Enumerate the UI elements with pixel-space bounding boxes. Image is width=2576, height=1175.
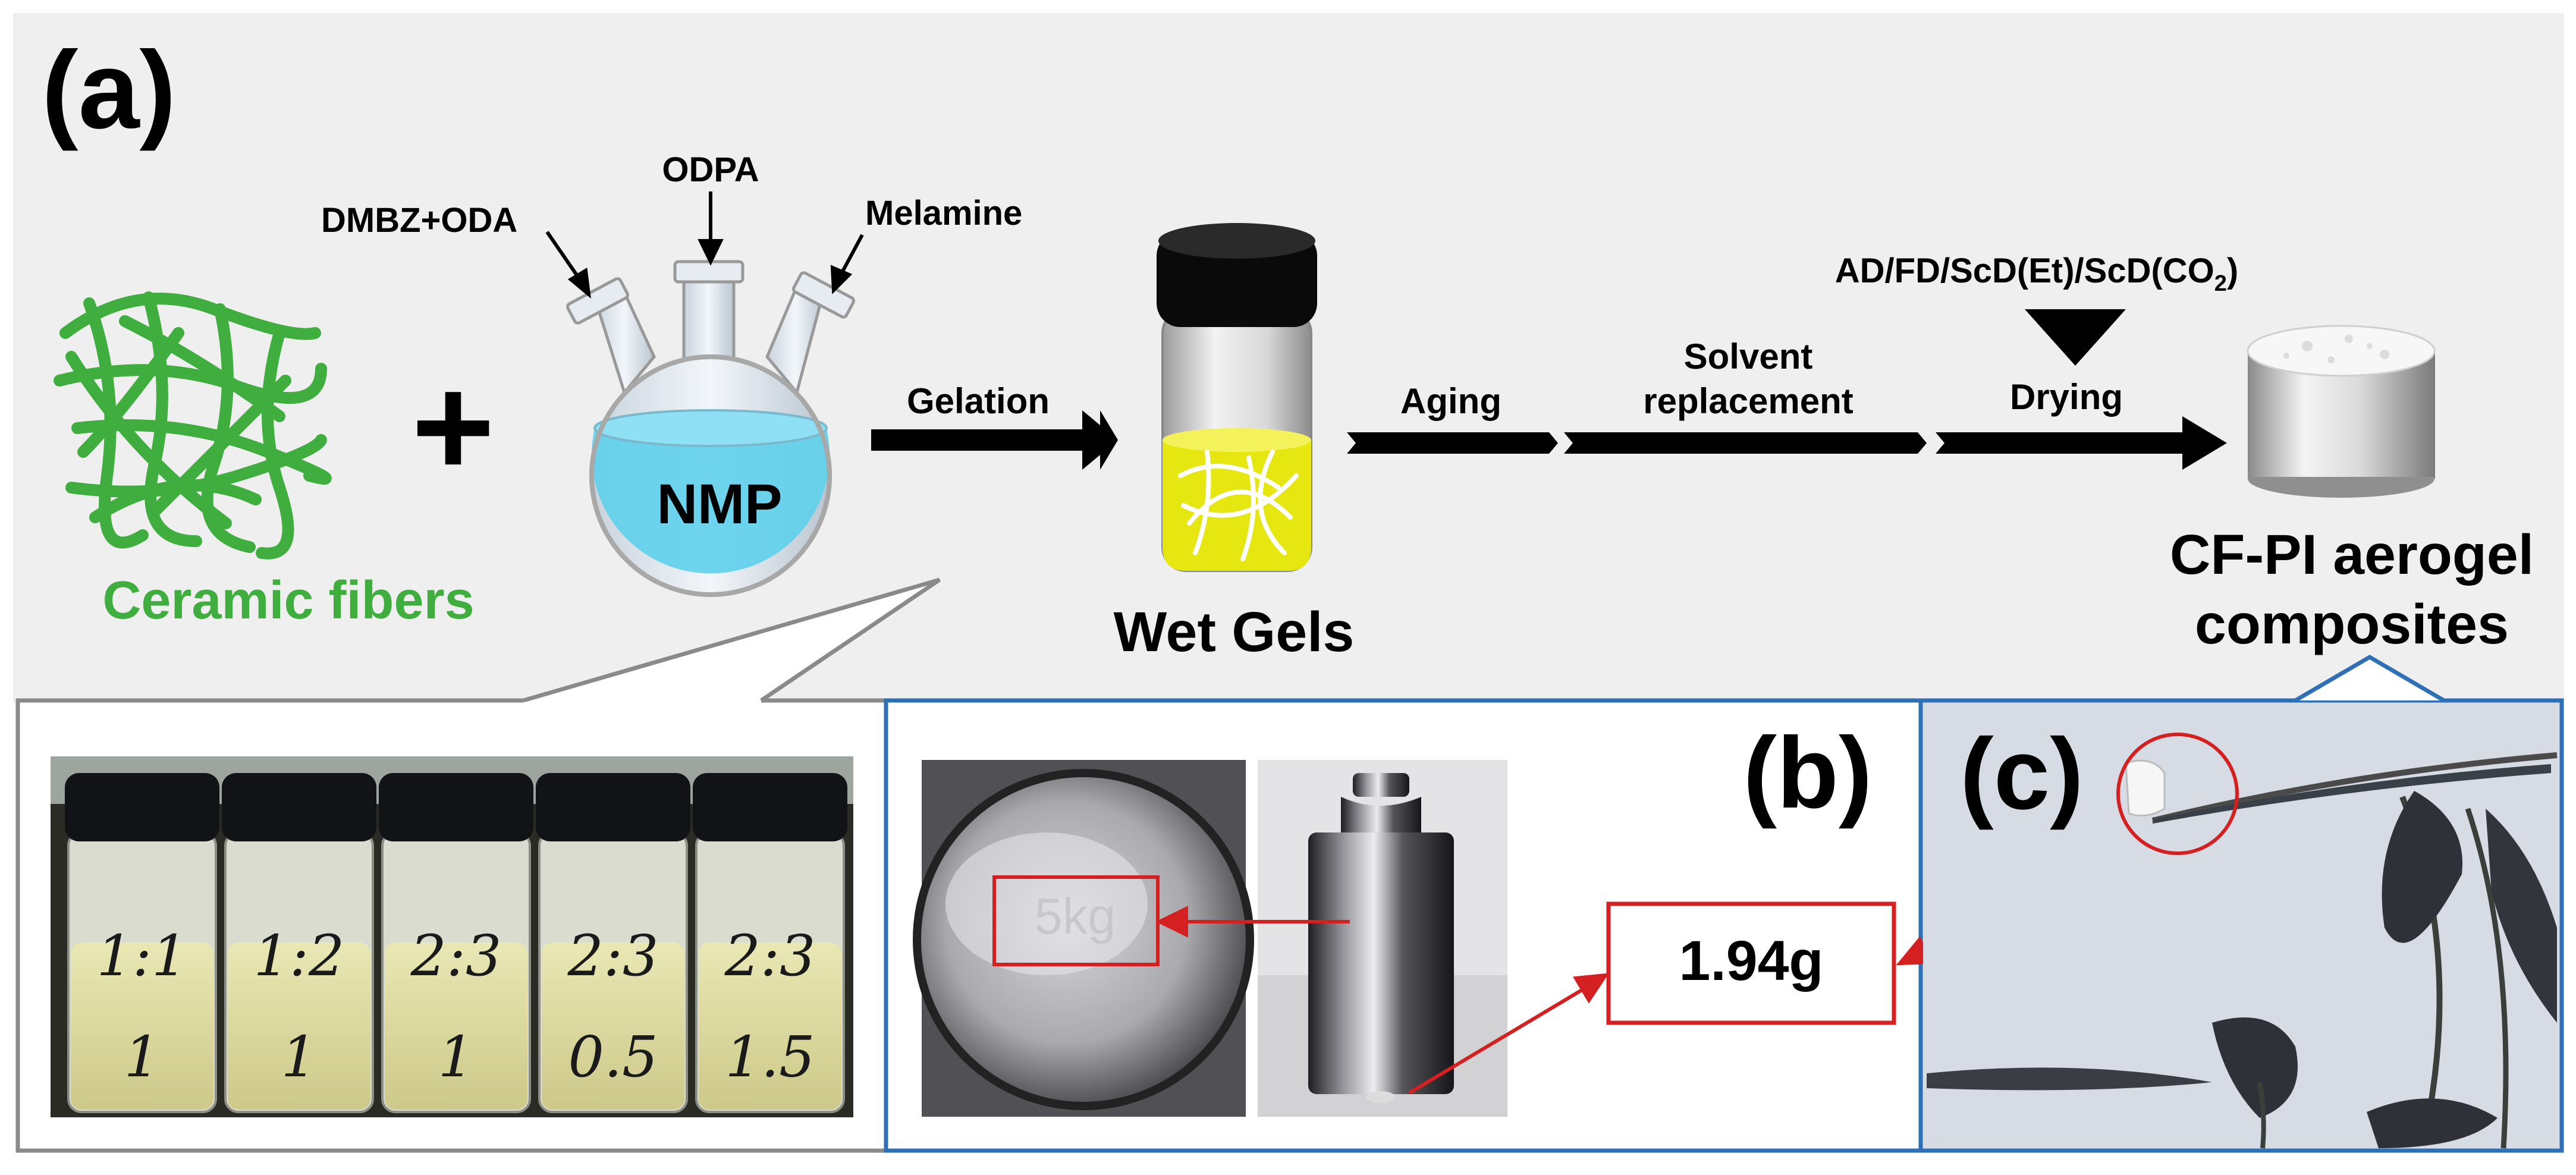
weight-top-photo <box>913 760 1254 1117</box>
solvent-label: NMP <box>656 473 782 536</box>
solvent-step-line2: replacement <box>1643 381 1854 421</box>
vial-1: 1:1 1 <box>65 773 219 1113</box>
panel-b-label: (b) <box>1743 717 1872 830</box>
wet-gel-vial <box>1157 223 1317 572</box>
plant-photo <box>1923 703 2559 1149</box>
vial-ratio-label: 1:2 <box>254 923 345 989</box>
engraving-text: 5kg <box>1034 888 1116 945</box>
vial-cap <box>693 773 847 841</box>
reagent-arrows <box>545 191 864 299</box>
aerogel-cylinder <box>2247 325 2436 498</box>
gelation-label: Gelation <box>907 381 1050 421</box>
vial-ratio-label: 2:3 <box>567 923 659 989</box>
vial-amount-label: 1 <box>438 1025 474 1090</box>
vial-photo-callout-pointer <box>523 577 941 703</box>
vial-ratio-label: 2:3 <box>724 923 816 989</box>
solvent-liquid <box>591 428 830 574</box>
reagent-mid-label: ODPA <box>662 150 759 189</box>
fibers-label: Ceramic fibers <box>102 571 474 630</box>
drying-label: Drying <box>2010 377 2123 417</box>
reagent-right-label: Melamine <box>865 194 1022 233</box>
vial-cap <box>379 773 533 841</box>
weight-side-photo <box>1258 760 1507 1117</box>
vial-liquid <box>542 942 684 1110</box>
product-label-line2: composites <box>2195 593 2509 656</box>
vial-liquid <box>71 942 213 1110</box>
product-label-line1: CF-PI aerogel <box>2170 523 2534 586</box>
mass-readout: 1.94g <box>1679 929 1824 992</box>
wet-gels-label: Wet Gels <box>1114 601 1355 664</box>
drying-methods-close: ) <box>2227 252 2238 290</box>
panel-c-callout-pointer <box>2294 654 2445 703</box>
vial-ratio-label: 1:1 <box>97 923 188 989</box>
vial-liquid <box>699 942 841 1110</box>
vial-2: 1:2 1 <box>222 773 376 1113</box>
plus-sign: + <box>411 347 495 506</box>
reagent-left-label: DMBZ+ODA <box>321 201 517 240</box>
vial-amount-label: 1.5 <box>725 1025 815 1090</box>
aging-label: Aging <box>1400 381 1501 421</box>
vial-cap <box>536 773 690 841</box>
process-arrows <box>1347 416 2227 470</box>
vial-3: 2:3 1 <box>379 773 533 1113</box>
vial-4: 2:3 0.5 <box>536 773 690 1113</box>
vial-cap <box>222 773 376 841</box>
panel-c-label: (c) <box>1960 718 2084 831</box>
vial-amount-label: 0.5 <box>568 1025 658 1090</box>
vial-photo-frame <box>15 698 888 1153</box>
vial-5: 2:3 1.5 <box>693 773 847 1113</box>
panel-a-label: (a) <box>42 29 176 152</box>
solvent-step-line1: Solvent <box>1684 337 1813 376</box>
drying-triangle <box>2025 309 2126 366</box>
drying-methods-subscript: 2 <box>2214 271 2227 296</box>
drying-methods-label: AD/FD/ScD(Et)/ScD(CO2) <box>1835 252 2239 296</box>
sample-highlight-circle <box>2116 733 2239 855</box>
vial-liquid <box>228 942 370 1110</box>
gelation-arrow <box>871 410 1118 470</box>
ceramic-fibers-illustration <box>54 291 332 560</box>
vial-cap <box>65 773 219 841</box>
vial-liquid <box>385 942 527 1110</box>
mass-readout-box <box>1606 901 1896 1025</box>
vials-group: 1:1 1 1:2 1 2:3 1 2:3 0.5 2:3 1.5 <box>65 773 847 1113</box>
drying-methods-text: AD/FD/ScD(Et)/ScD(CO <box>1835 252 2214 290</box>
vial-amount-label: 1 <box>281 1025 317 1090</box>
vial-ratio-label: 2:3 <box>410 923 502 989</box>
vial-amount-label: 1 <box>124 1025 160 1090</box>
three-neck-flask <box>566 260 855 597</box>
